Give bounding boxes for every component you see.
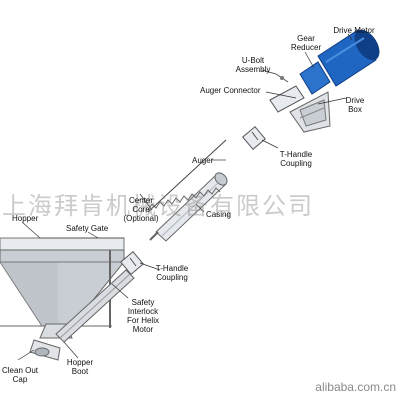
auger-helix — [147, 139, 227, 213]
t-handle-coupling-top-label: T-Handle Coupling — [272, 150, 320, 168]
ubolt-label-line1: U-Bolt — [241, 56, 265, 65]
safety-label-line1: Safety — [131, 298, 155, 307]
clean-out-label-line2: Cap — [12, 375, 28, 384]
auger-connector-label: Auger Connector — [200, 86, 261, 95]
ubolt-assembly-label: U-Bolt Assembly — [228, 56, 278, 74]
gear-reducer — [299, 61, 331, 95]
t-handle-coupling-bottom — [120, 251, 144, 275]
gear-reducer-label-line2: Reducer — [290, 43, 322, 52]
safety-label-line2: Interlock — [127, 307, 159, 316]
casing-label: Casing — [206, 210, 231, 219]
ubolt-label-line2: Assembly — [235, 65, 271, 74]
center-core-label-line1: Center — [128, 196, 153, 205]
drive-motor-label: Drive Motor — [333, 26, 375, 35]
drive-box-label-line1: Drive — [345, 96, 365, 105]
drive-box-label-line2: Box — [348, 105, 362, 114]
auger-label: Auger — [192, 156, 214, 165]
hopper — [0, 237, 125, 328]
hopper-boot-label: Hopper Boot — [62, 358, 98, 376]
clean-out-cap-label: Clean Out Cap — [0, 366, 40, 384]
t-handle-coupling-bottom-label: T-Handle Coupling — [148, 264, 196, 282]
center-core-label: Center Core (Optional) — [118, 196, 164, 223]
gear-reducer-label: Gear Reducer — [284, 34, 328, 52]
drive-motor — [317, 29, 380, 87]
auger-connector — [269, 73, 305, 113]
gear-reducer-label-line1: Gear — [297, 34, 315, 43]
clean-out-label-line1: Clean Out — [1, 366, 39, 375]
lower-tube — [55, 269, 135, 343]
center-core-label-line2: Core — [132, 205, 150, 214]
hopper-label: Hopper — [12, 214, 39, 223]
t-handle-coupling-top — [242, 126, 266, 150]
t-handle-bottom-label-line1: T-Handle — [155, 264, 189, 273]
t-handle-top-label-line2: Coupling — [280, 159, 312, 168]
hopper-boot-label-line1: Hopper — [66, 358, 94, 367]
leader-lines — [17, 33, 353, 361]
footer-watermark: alibaba.com.cn — [315, 380, 396, 394]
safety-interlock-label: Safety Interlock For Helix Motor — [114, 298, 172, 334]
t-handle-bottom-label-line2: Coupling — [156, 273, 188, 282]
t-handle-top-label-line1: T-Handle — [279, 150, 313, 159]
center-core-label-line3: (Optional) — [123, 214, 159, 223]
drive-box — [289, 91, 331, 133]
safety-label-line4: Motor — [132, 325, 154, 334]
center-core — [149, 231, 159, 241]
hopper-boot-label-line2: Boot — [71, 367, 89, 376]
casing — [155, 172, 228, 242]
safety-gate-label: Safety Gate — [66, 224, 109, 233]
safety-label-line3: For Helix — [126, 316, 159, 325]
watermark-text: 上海拜肯机械设备有限公司 — [2, 192, 314, 220]
drive-box-label: Drive Box — [340, 96, 370, 114]
